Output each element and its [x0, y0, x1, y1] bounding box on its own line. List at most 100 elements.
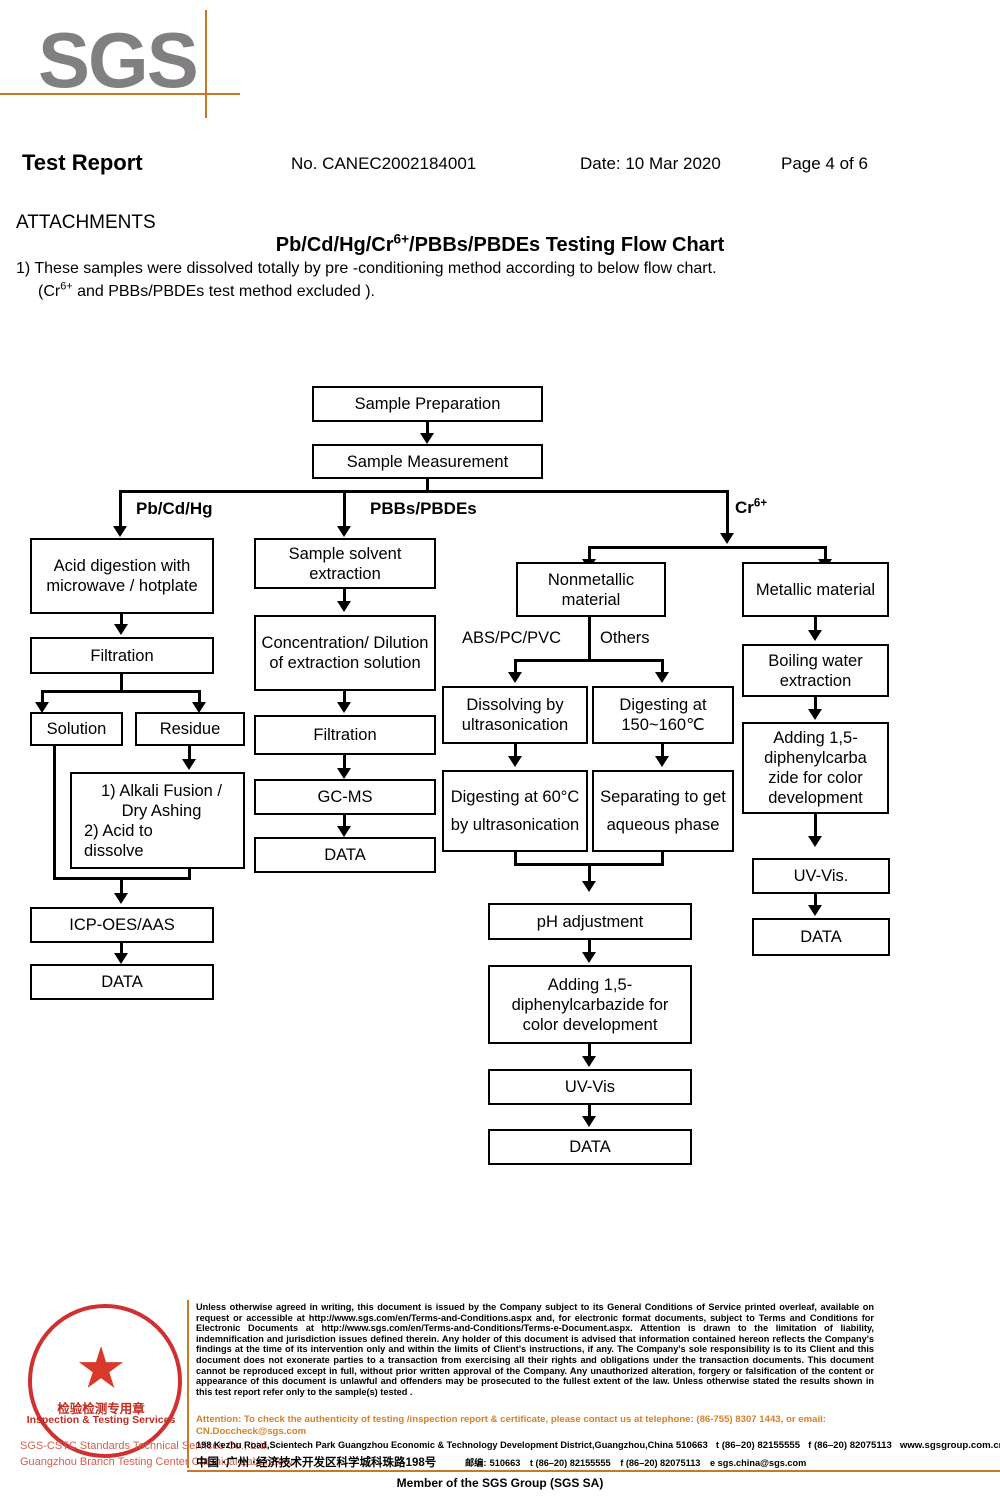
connector-conc-to-filtration	[343, 691, 346, 705]
node-sample-preparation: Sample Preparation	[312, 386, 543, 422]
connector-branch-pb	[119, 490, 122, 528]
node-filtration-pbbs: Filtration	[254, 715, 436, 755]
connector-uvvismetal-to-data	[814, 894, 817, 907]
node-digesting-150-160: Digesting at 150~160℃	[592, 686, 734, 744]
node-separating-aqueous: Separating to get aqueous phase	[592, 770, 734, 852]
connector-to-dissolving	[514, 659, 517, 675]
connector-alkali-down	[188, 869, 191, 880]
node-metallic-material: Metallic material	[742, 562, 889, 617]
arrow-digesting150-down	[655, 756, 669, 767]
node-acid-digestion: Acid digestion with microwave / hotplate	[30, 538, 214, 614]
seal-ring	[28, 1304, 182, 1458]
footer-address-cn: 中国 ·广州 ·经济技术开发区科学城科珠路198号 邮编: 510663 t (…	[196, 1454, 996, 1470]
label-others: Others	[600, 629, 650, 647]
connector-icp-to-data	[120, 943, 123, 955]
alkali-line-3: 2) Acid to	[84, 821, 153, 840]
note-line-1: 1) These samples were dissolved totally …	[16, 260, 717, 277]
arrow-residue-to-alkali	[182, 759, 196, 770]
node-data-metallic: DATA	[752, 918, 890, 956]
alkali-line-1: 1) Alkali Fusion /	[100, 781, 223, 800]
arrow-merge-to-ph	[582, 881, 596, 892]
arrow-boiling-to-dpc	[808, 709, 822, 720]
arrow-uvvis-to-data	[582, 1116, 596, 1127]
node-dissolving-ultrasonication: Dissolving by ultrasonication	[442, 686, 588, 744]
connector-prep-to-measure	[426, 422, 429, 437]
arrow-dpcmetal-to-uvvis	[808, 836, 822, 847]
connector-acid-to-filtration	[120, 614, 123, 627]
arrow-branch-cr	[720, 533, 734, 544]
header-rule-horizontal	[0, 93, 240, 95]
connector-ph-to-dpc	[588, 940, 591, 955]
footer-attention: Attention: To check the authenticity of …	[196, 1414, 826, 1437]
report-date: Date: 10 Mar 2020	[580, 154, 721, 173]
arrow-gcms-to-data	[337, 826, 351, 837]
arrow-to-solution	[35, 702, 49, 713]
connector-branch-pbbs	[343, 490, 346, 528]
connector-nonmetallic-split	[514, 659, 664, 662]
connector-nonmetallic-down	[588, 617, 591, 662]
connector-measure-down	[426, 479, 429, 492]
arrow-ph-to-dpc	[582, 952, 596, 963]
branch-label-pb: Pb/Cd/Hg	[136, 499, 213, 518]
arrow-dpc-to-uvvis	[582, 1056, 596, 1067]
footer-member-line: Member of the SGS Group (SGS SA)	[396, 1476, 604, 1490]
node-digesting-60: Digesting at 60°C by ultrasonication	[442, 770, 588, 852]
inspection-seal: 检验检测专用章 Inspection & Testing Services SG…	[20, 1300, 295, 1468]
connector-boiling-to-dpc	[814, 697, 817, 712]
page-number: Page 4 of 6	[781, 154, 868, 173]
flow-chart-title: Pb/Cd/Hg/Cr6+/PBBs/PBDEs Testing Flow Ch…	[275, 231, 725, 256]
node-boiling-water-extraction: Boiling water extraction	[742, 644, 889, 697]
branch-label-pbbs: PBBs/PBDEs	[370, 499, 477, 518]
testing-flow-chart: Sample Preparation Sample Measurement Pb…	[30, 386, 890, 1165]
label-abs-pc-pvc: ABS/PC/PVC	[462, 629, 562, 647]
connector-dpc-to-uvvis	[588, 1044, 591, 1059]
arrow-to-dissolving	[508, 672, 522, 683]
footer-address-en: 198 Kezhu Road,Scientech Park Guangzhou …	[196, 1440, 1000, 1451]
arrow-solvent-to-conc	[337, 601, 351, 612]
header-rule-vertical	[205, 10, 207, 118]
connector-filtration-to-gcms	[343, 755, 346, 771]
footer-divider	[187, 1300, 189, 1468]
footer-rule	[187, 1470, 1000, 1472]
attachments-label: ATTACHMENTS	[16, 212, 156, 233]
connector-merge-to-ph	[588, 863, 591, 883]
arrow-uvvismetal-to-data	[808, 905, 822, 916]
tel-cn: t (86–20) 82155555	[529, 1458, 611, 1468]
page-title: Test Report	[22, 150, 143, 175]
connector-to-metallic	[824, 546, 827, 562]
arrow-to-residue	[192, 702, 206, 713]
connector-filtration-split	[41, 690, 201, 693]
seal-en-label: Inspection & Testing Services	[26, 1414, 176, 1426]
connector-to-nonmetallic	[588, 546, 591, 562]
node-gc-ms: GC-MS	[254, 779, 436, 815]
node-uv-vis-metallic: UV-Vis.	[752, 858, 890, 894]
connector-to-solution	[41, 690, 44, 704]
node-concentration-dilution: Concentration/ Dilution of extraction so…	[254, 615, 436, 691]
connector-branch-cr	[726, 490, 729, 535]
node-data-cr: DATA	[488, 1129, 692, 1165]
seal-company-line-2: Guangzhou Branch Testing Center Chemical…	[20, 1456, 296, 1468]
fax-cn: f (86–20) 82075113	[620, 1458, 701, 1468]
arrow-filtration-to-gcms	[337, 768, 351, 779]
connector-gcms-to-data	[343, 815, 346, 828]
arrow-prep-to-measure	[420, 433, 434, 444]
arrow-conc-to-filtration	[337, 702, 351, 713]
arrow-branch-pb	[113, 526, 127, 537]
postcode-en: 510663	[675, 1440, 708, 1451]
node-nonmetallic-material: Nonmetallic material	[516, 562, 666, 617]
arrow-icp-to-data	[114, 953, 128, 964]
arrow-branch-pbbs	[337, 526, 351, 537]
seal-cn-label: 检验检测专用章	[57, 1402, 145, 1416]
connector-residue-to-alkali	[188, 746, 191, 762]
connector-metallic-to-boiling	[814, 617, 817, 633]
postcode-cn-label: 邮编:	[465, 1458, 487, 1468]
website-en: www.sgsgroup.com.cn	[899, 1440, 1000, 1451]
node-adding-dpc: Adding 1,5-diphenylcarbazide for color d…	[488, 965, 692, 1044]
node-solution: Solution	[30, 712, 123, 746]
alkali-line-2: Dry Ashing	[121, 801, 202, 820]
note-line-2: (Cr6+ and PBBs/PBDEs test method exclude…	[38, 280, 375, 300]
arrow-merge-to-icp	[114, 893, 128, 904]
footer-disclaimer: Unless otherwise agreed in writing, this…	[196, 1302, 874, 1397]
node-icp-oes-aas: ICP-OES/AAS	[30, 907, 214, 943]
arrow-dissolving-down	[508, 756, 522, 767]
